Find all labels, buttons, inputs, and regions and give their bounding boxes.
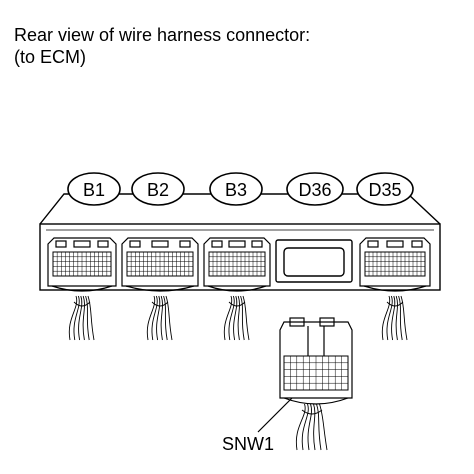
label-b3: B3 [225,180,247,200]
wires-snw1 [295,403,328,451]
title-line-1: Rear view of wire harness connector: [14,25,311,45]
connector-label-b2: B2 [131,172,185,206]
connector-d35-body [359,237,431,292]
snw1-connector [279,317,353,405]
label-b2: B2 [147,180,169,200]
snw1-body [279,317,353,405]
title-line-2: (to ECM) [14,47,86,67]
wire-bundles [68,295,408,451]
label-b1: B1 [83,180,105,200]
wires-b3 [223,295,250,341]
label-d35: D35 [368,180,401,200]
diagram-title: Rear view of wire harness connector: (to… [14,24,310,68]
connector-bodies [47,237,431,292]
snw1-leader-line [257,397,293,433]
connector-label-d35: D35 [356,172,414,206]
connector-label-d36: D36 [286,172,344,206]
connector-d36-empty-socket [275,239,353,283]
wires-b1 [68,295,95,341]
connector-label-b3: B3 [209,172,263,206]
label-snw1: SNW1 [222,434,274,454]
wires-d35 [381,295,408,341]
connector-b1-body [47,237,117,292]
connector-b3-body [203,237,271,292]
connector-b2-body [121,237,199,292]
label-d36: D36 [298,180,331,200]
wires-b2 [146,295,173,341]
connector-label-b1: B1 [67,172,121,206]
